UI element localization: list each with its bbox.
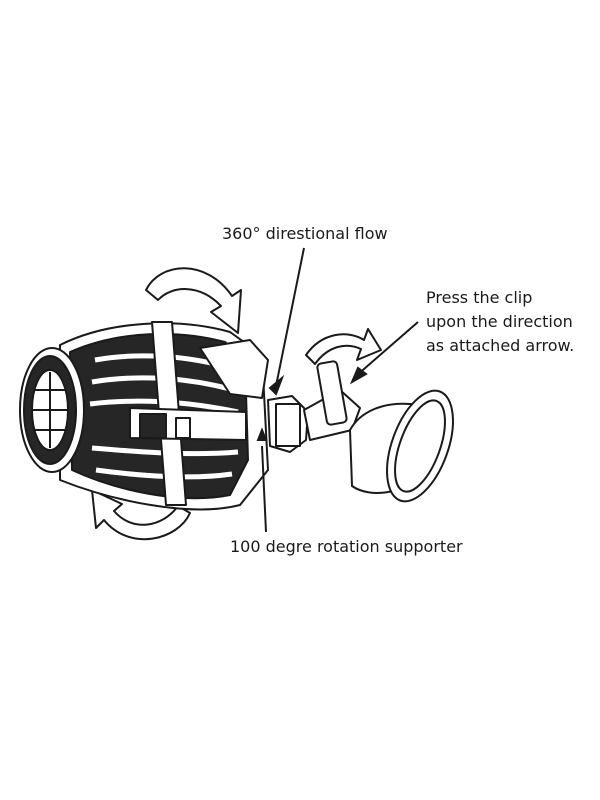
clip-label-line-3: as attached arrow. <box>426 336 575 355</box>
pump-body <box>19 321 269 511</box>
rotation-label: 100 degre rotation supporter <box>230 537 463 556</box>
suction-mount <box>267 360 454 503</box>
rotate-arrow-top-icon <box>145 267 242 334</box>
clip-label-line-1: Press the clip <box>426 288 533 307</box>
flow-label: 360° direstional flow <box>222 224 388 243</box>
clip-label-line-2: upon the direction <box>426 312 573 331</box>
leader-lines <box>256 247 419 533</box>
clip-direction-arrow-icon <box>305 328 382 365</box>
